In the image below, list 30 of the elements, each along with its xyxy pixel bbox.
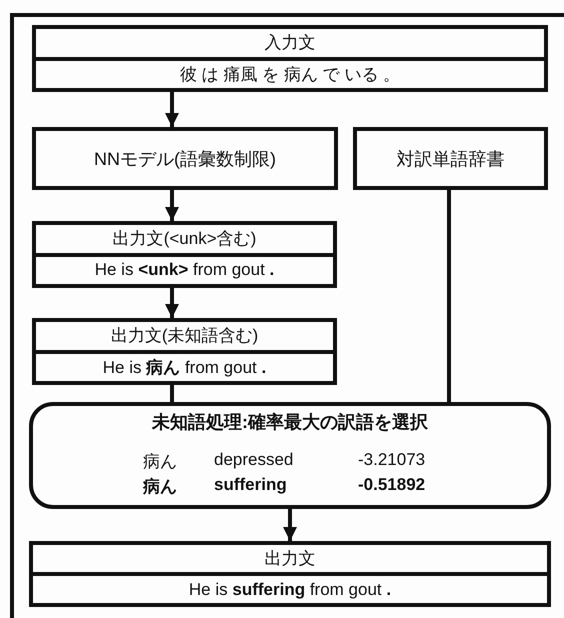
connector-line <box>447 190 451 402</box>
box-heading: 出力文(未知語含む) <box>36 322 333 354</box>
process-box <box>32 25 548 92</box>
process-box <box>353 127 548 190</box>
box-label: 対訳単語辞書 <box>396 148 506 170</box>
translation-text: suffering <box>214 475 287 495</box>
process-box <box>29 541 551 607</box>
term-text: 病ん <box>143 451 177 473</box>
sentence-text: He is <unk> from gout . <box>94 259 276 282</box>
process-box-rounded <box>29 402 551 509</box>
sentence-text: He is 病ん from gout . <box>102 356 268 379</box>
box-heading: 出力文 <box>33 545 547 576</box>
box-heading: 未知語処理:確率最大の訳語を選択 <box>150 411 429 434</box>
arrow <box>283 509 297 541</box>
arrow <box>165 288 179 318</box>
score-text: -0.51892 <box>358 475 426 495</box>
arrow <box>165 190 179 221</box>
arrow <box>165 92 179 127</box>
process-box <box>32 318 337 385</box>
connector-line <box>170 385 174 402</box>
score-text: -3.21073 <box>358 450 426 470</box>
process-box <box>32 127 338 190</box>
box-heading: 入力文 <box>36 29 544 60</box>
sentence-text: 彼 は 痛風 を 病ん で いる 。 <box>178 64 402 86</box>
box-heading: 出力文(<unk>含む) <box>36 225 333 256</box>
process-box <box>32 221 337 288</box>
box-label: NNモデル(語彙数制限) <box>93 148 277 171</box>
term-text: 病ん <box>143 476 177 498</box>
sentence-text: He is suffering from gout . <box>188 578 392 601</box>
translation-text: depressed <box>214 450 294 470</box>
